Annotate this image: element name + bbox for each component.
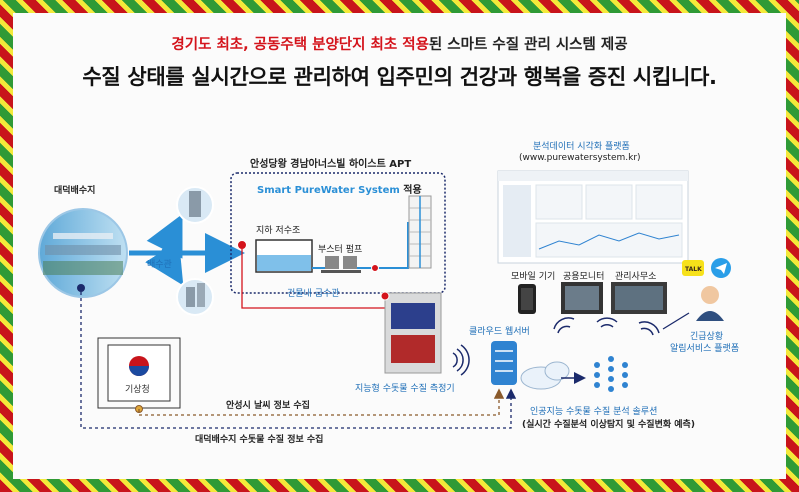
pipe-branch-up (129, 214, 183, 259)
booster-pump (321, 256, 361, 273)
pipe-label: 배수관 (147, 260, 172, 270)
sensor-dot-inlet (237, 240, 247, 250)
device-office-label: 관리사무소 (615, 272, 657, 282)
apt-title: 안성당왕 경남아너스빌 하이스트 APT (250, 159, 412, 170)
ai-label-line2: (실시간 수질분석 이상탐지 및 수질변화 예측) (522, 420, 695, 430)
infographic-panel: 경기도 최초, 공동주택 분양단지 최초 적용된 스마트 수질 관리 시스템 제… (13, 13, 786, 479)
mobile-device-icon (518, 284, 536, 314)
kma-text: 기상청 (125, 384, 150, 395)
office-monitor-icon (611, 282, 667, 314)
cloud-label: 클라우드 웹서버 (469, 327, 530, 337)
device-mobile-label: 모바일 기기 (511, 272, 556, 282)
alert-label-line1: 긴급상황 (690, 332, 724, 342)
reservoir-info-line (80, 292, 517, 429)
cloud-server-icon (491, 341, 517, 385)
arrow-person-to-ai (662, 312, 690, 330)
building-icon-2 (176, 278, 214, 316)
wifi-to-devices-icon (553, 317, 660, 336)
headline-top: 경기도 최초, 공동주택 분양단지 최초 적용된 스마트 수질 관리 시스템 제… (13, 33, 786, 54)
water-quality-meter (384, 292, 442, 374)
weather-info-line (138, 388, 505, 416)
ai-label-line1: 인공지능 수돗물 수질 분석 솔루션 (530, 407, 658, 417)
pipe-branch-down (145, 240, 184, 286)
wifi-signal-icon (452, 344, 470, 376)
booster-pump-label: 부스터 펌프 (318, 245, 363, 255)
meter-label: 지능형 수돗물 수질 측정기 (355, 384, 455, 394)
underground-tank-label: 지하 저수조 (256, 226, 301, 236)
telegram-icon (711, 258, 731, 278)
dashboard-screenshot (497, 170, 689, 264)
building-pipe-label: 건물내 급수관 (287, 289, 340, 299)
sensor-dot-outlet (371, 264, 379, 272)
platform-url: (www.purewatersystem.kr) (519, 153, 641, 163)
system-diagram: TALK 기상청 (38, 170, 731, 429)
cloud-icon (520, 361, 570, 390)
system-applied: 적용 (403, 185, 422, 196)
public-monitor-icon (561, 282, 603, 314)
talk-badge-text: TALK (685, 266, 702, 273)
weather-info-label: 안성시 날씨 정보 수집 (226, 401, 310, 411)
headline-highlight: 경기도 최초, 공동주택 분양단지 최초 적용 (171, 37, 429, 53)
building-icon-1 (176, 186, 214, 224)
apt-boundary (230, 172, 446, 294)
reservoir-label: 대덕배수지 (54, 186, 96, 196)
reservoir-image (38, 208, 128, 298)
alert-label-line2: 알림서비스 플랫폼 (670, 344, 740, 354)
device-monitor-label: 공용모니터 (563, 272, 605, 282)
kma-logo-box: 기상청 (107, 344, 171, 402)
ai-network-icon (594, 356, 628, 392)
reservoir-connector-dot (77, 284, 85, 292)
system-name: Smart PureWater System (257, 185, 400, 196)
underground-tank (255, 239, 313, 273)
reservoir-info-label: 대덕배수지 수돗물 수질 정보 수집 (195, 435, 324, 445)
system-name-label: Smart PureWater System 적용 (257, 181, 422, 196)
headline-main: 수질 상태를 실시간으로 관리하여 입주민의 건강과 행복을 증진 시킵니다. (82, 65, 717, 89)
sample-line (241, 249, 385, 309)
person-icon (696, 286, 724, 321)
platform-title: 분석데이터 시각화 플랫폼 (533, 142, 630, 152)
sensor-dot-meter (380, 291, 390, 301)
kakao-talk-icon: TALK (682, 260, 704, 276)
headline-rest: 된 스마트 수질 관리 시스템 제공 (428, 37, 628, 53)
apartment-tower (408, 195, 432, 269)
